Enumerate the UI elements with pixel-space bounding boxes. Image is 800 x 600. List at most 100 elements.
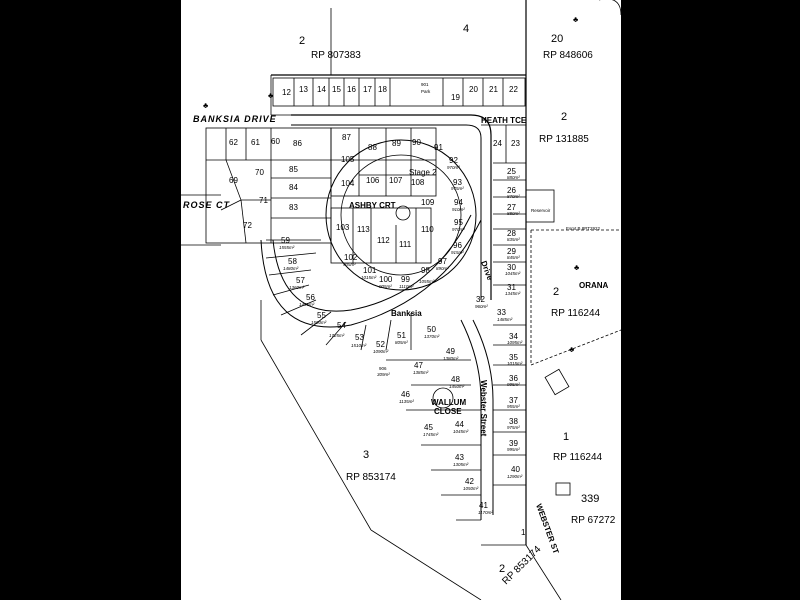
lot-label: 69 [229, 176, 238, 185]
lot-area: 1745m² [423, 432, 439, 437]
lot-label: 49 [446, 347, 455, 356]
lot-area: 1380m² [443, 356, 459, 361]
lot-label: 102 [344, 253, 358, 262]
lot-area: 905m² [379, 284, 392, 289]
lot-label: 109 [421, 198, 435, 207]
road-heath-tce: HEATH TCE [481, 116, 527, 125]
lot-label: 18 [378, 85, 387, 94]
road-wallum: WALLUM [431, 398, 466, 407]
tree-icon: ♣ [574, 263, 580, 272]
lot-area: 960m² [475, 304, 488, 309]
parcel-20: 20 [551, 33, 563, 45]
lot-label: 99 [401, 275, 410, 284]
lot-area: 1290m² [507, 474, 523, 479]
lot-label: 29 [507, 247, 516, 256]
lot-label: 106 [366, 176, 380, 185]
road-rose-ct: ROSE CT [183, 200, 231, 210]
lot-label: 21 [489, 85, 498, 94]
road-orana: ORANA [579, 281, 609, 290]
lot-area: 880m² [507, 175, 520, 180]
lot-label: 71 [259, 196, 268, 205]
lot-area: 1500m² [311, 320, 327, 325]
lot-area: 1370m² [424, 334, 440, 339]
parcel-1: 1 [563, 431, 569, 443]
road-banksia: Banksia [391, 309, 422, 318]
lot-label: 16 [347, 85, 356, 94]
rp-853174-b: RP 853174 [500, 544, 543, 587]
lot-label: 38 [509, 417, 518, 426]
park-label: Park [421, 89, 431, 94]
road-drive: Drive [479, 260, 494, 282]
lot-label: 24 [493, 139, 502, 148]
lot-label: 61 [251, 138, 260, 147]
lot-label: 33 [497, 308, 506, 317]
lot-area: 1045m² [453, 429, 469, 434]
east-lot-column [481, 124, 555, 486]
rp-848606: RP 848606 [543, 50, 593, 61]
lot-label: 86 [293, 139, 302, 148]
lot-label: 84 [289, 183, 298, 192]
lot-label: 101 [363, 266, 377, 275]
lot-area: 1450m² [449, 384, 465, 389]
lot-label: 53 [355, 333, 364, 342]
top-lot-strip [272, 77, 526, 107]
parcel-3: 3 [363, 449, 369, 461]
lot-area: 1725m² [329, 333, 345, 338]
building-outline [544, 368, 570, 396]
lot-label: 90 [412, 138, 421, 147]
lot-label: 26 [507, 186, 516, 195]
inner-lot-labels: 87 88 89 90 91 105 106 107 108 104 109 1… [336, 133, 443, 249]
lot-label: 23 [511, 139, 520, 148]
lot-label: 39 [509, 439, 518, 448]
lot-label: 30 [507, 263, 516, 272]
lot-label: 72 [243, 221, 252, 230]
lot-area: 1170m² [478, 510, 493, 515]
lot-label: 113 [357, 225, 370, 234]
lot-label: 87 [342, 133, 351, 142]
lot-label: 96 [453, 241, 462, 250]
lot-area: 805m² [395, 340, 408, 345]
easement-note: Esmt B 8PT2922 [566, 226, 601, 231]
reservoir-label: Reservoir [531, 208, 551, 213]
lot-label: 95 [454, 218, 463, 227]
lot-label: 27 [507, 203, 516, 212]
lot-label: 12 [282, 88, 291, 97]
lot-area: 1435m² [299, 302, 315, 307]
lot-label: 111 [399, 240, 412, 249]
lot-label: 32 [476, 295, 485, 304]
building-outline [555, 482, 571, 496]
lot-label: 20 [469, 85, 478, 94]
lot-area: 1090m² [373, 349, 389, 354]
lot-label: 37 [509, 396, 518, 405]
lot-label: 110 [421, 225, 434, 234]
rp-807383: RP 807383 [311, 50, 361, 61]
lot-area: 995m² [507, 382, 520, 387]
tree-icon: ♣ [569, 345, 575, 354]
lot-label: 58 [288, 257, 297, 266]
parcel-2-top: 2 [299, 35, 305, 47]
lot-label: 14 [317, 85, 326, 94]
road-ashby-crt: ASHBY CRT [349, 201, 396, 210]
lot-area: 880m² [507, 211, 520, 216]
lot-label: 31 [507, 283, 516, 292]
road-webster-street: Webster Street [479, 380, 488, 437]
lot-label: 108 [411, 178, 425, 187]
plan-drawing [181, 0, 621, 600]
lot-label: 25 [507, 167, 516, 176]
lot-label: 43 [455, 453, 464, 462]
lot-label: 107 [389, 176, 403, 185]
lot-label: 97 [438, 257, 447, 266]
parcel-4: 4 [463, 23, 469, 35]
lot-area: 995m² [507, 447, 520, 452]
lot-area: 309m² [377, 372, 390, 377]
lot-label: 100 [379, 275, 393, 284]
lot-label: 34 [509, 332, 518, 341]
lot-label: 45 [424, 423, 433, 432]
west-lot-band [265, 239, 481, 521]
lot-area: 870m² [507, 194, 520, 199]
lot-label: 906 [379, 366, 387, 371]
lot-area: 910m² [452, 207, 465, 212]
lot-area: 975m² [507, 425, 520, 430]
lot-label: 98 [421, 266, 430, 275]
lot-area: 1385m² [413, 370, 429, 375]
